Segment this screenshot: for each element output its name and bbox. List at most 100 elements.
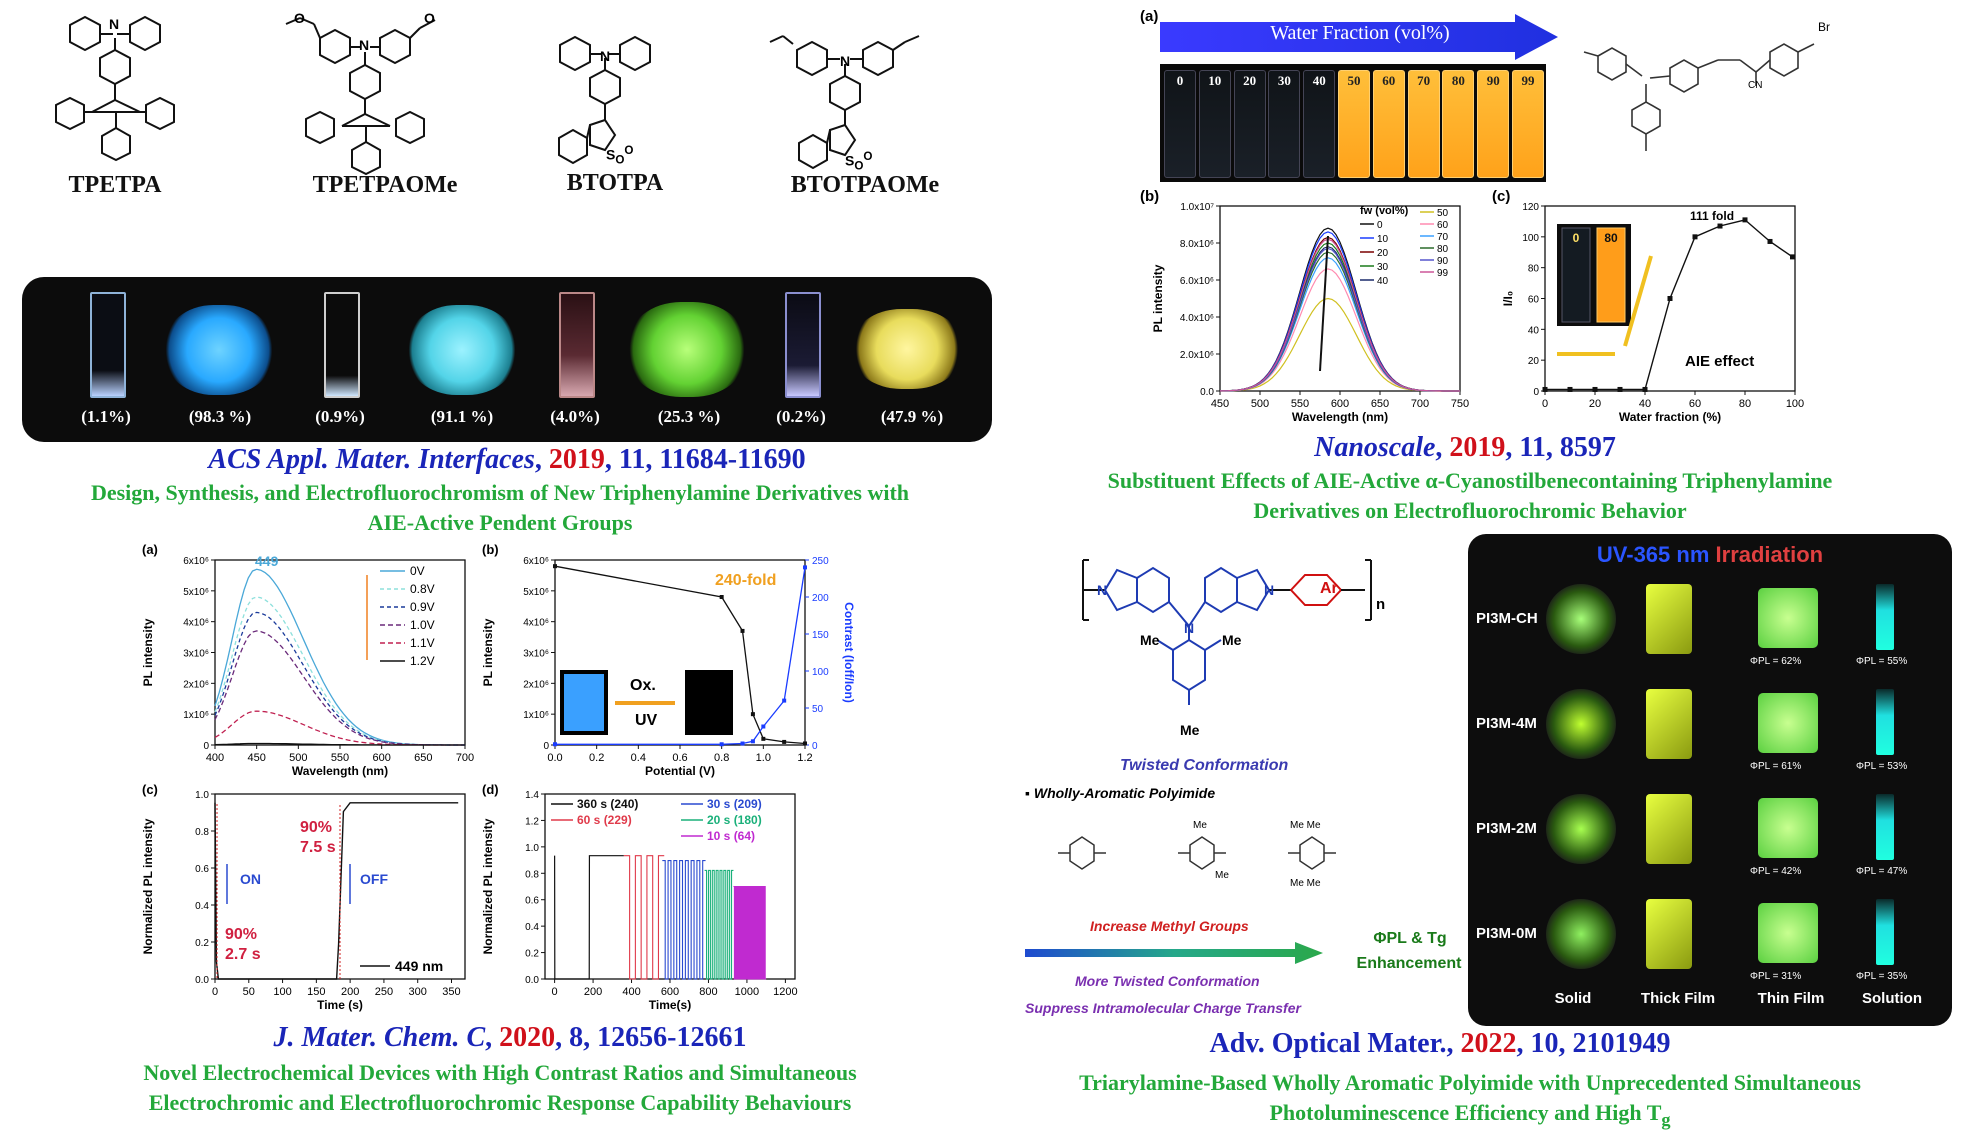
bla-xtick: 500 (289, 752, 307, 764)
cn-label: CN (1748, 80, 1763, 91)
trb-series-line (1220, 268, 1460, 392)
molecule-name-btotpaome: BTOTPAOMe (790, 172, 940, 198)
bla-xtick: 450 (247, 752, 265, 764)
bla-series-line (214, 611, 465, 746)
blb-inset-off (685, 670, 733, 735)
thick-film-photo (1646, 794, 1692, 864)
trb-xtick: 700 (1411, 398, 1429, 410)
bla-ylabel: PL intensity (141, 618, 155, 686)
bla-xtick: 400 (206, 752, 224, 764)
trc-point (1542, 386, 1548, 392)
bla-legend-label: 0.8V (410, 582, 435, 596)
solid-photo (1546, 689, 1616, 759)
bld-xtick: 200 (584, 986, 602, 998)
trc-point (1767, 238, 1773, 244)
methyl-labels: Me (1215, 870, 1229, 881)
vial: 20 (1233, 70, 1266, 178)
blc-t90a-time: 7.5 s (300, 839, 336, 856)
bld-series-10 (733, 885, 767, 980)
cuvette-image (324, 292, 360, 398)
bld-xtick: 1200 (773, 986, 797, 998)
cyanostilbene-structure (1583, 43, 1815, 151)
trb-series-line (1219, 238, 1460, 392)
blb-contrast-point (553, 742, 557, 747)
bla-xtick: 600 (372, 752, 390, 764)
trb-legend-label: 60 (1437, 220, 1449, 231)
trb-ytick: 4.0x10⁶ (1180, 313, 1214, 324)
sample-name: PI3M-CH (1476, 610, 1538, 627)
bld-xtick: 600 (661, 986, 679, 998)
powder-image (852, 309, 962, 389)
blc-xtick: 300 (409, 986, 427, 998)
trc-fold: 111 fold (1690, 209, 1734, 223)
trb-legend-label: 0 (1377, 220, 1383, 231)
bla-legend-label: 1.0V (410, 618, 435, 632)
sample-name: PI3M-4M (1476, 715, 1537, 732)
vial: 30 (1268, 70, 1301, 178)
nitrogen-label: N (359, 37, 370, 53)
blc-on: ON (240, 871, 261, 887)
amine-n-label: N (1184, 620, 1195, 636)
blc-xtick: 100 (273, 986, 291, 998)
trb-ytick: 0.0 (1200, 387, 1214, 398)
trc-xtick: 20 (1589, 398, 1601, 410)
trb-ytick: 6.0x10⁶ (1180, 276, 1214, 287)
twisted-label: Twisted Conformation (1120, 757, 1289, 774)
cuvette-image (90, 292, 126, 398)
trb-xlabel: Wavelength (nm) (1292, 410, 1388, 424)
molecule-tpetpa (40, 10, 190, 225)
arrow-label: Water Fraction (vol%) (1270, 22, 1450, 44)
trc-point (1667, 296, 1673, 301)
trc-aie: AIE effect (1685, 353, 1754, 370)
bla-series-line (214, 742, 465, 746)
imide-n-label: N (1264, 582, 1275, 598)
blb-xtick: 0.2 (589, 752, 604, 764)
blc-t90b-time: 2.7 s (225, 946, 261, 963)
solid-photo (1546, 794, 1616, 864)
reference-jmcc: J. Mater. Chem. C, 2020, 8, 12656-12661 (273, 1022, 747, 1053)
photo-label: (1.1%) (81, 407, 131, 426)
trb-legend-label: 30 (1377, 262, 1389, 273)
photo-label: (25.3 %) (657, 407, 721, 426)
film-qy: ΦPL = 31% (1750, 971, 1802, 982)
thin-film-photo (1758, 798, 1818, 858)
molecule-name-btotpa: BTOTPA (566, 170, 664, 196)
film-qy: ΦPL = 42% (1750, 866, 1802, 877)
nitrogen-label: N (600, 48, 611, 64)
film-qy: ΦPL = 62% (1750, 656, 1802, 667)
blc-ytick: 1.0 (195, 790, 209, 801)
blc-xtick: 150 (307, 986, 325, 998)
vial-label: 50 (1347, 73, 1361, 88)
vial-label: 40 (1312, 73, 1326, 88)
bla-xtick: 650 (414, 752, 432, 764)
vial: 0 (1164, 70, 1196, 178)
solid-photo (1546, 584, 1616, 654)
trc-xtick: 60 (1689, 398, 1701, 410)
benzene-rings (1058, 836, 1336, 870)
blb-pl-point (553, 564, 557, 569)
blb-contrast-point (803, 565, 807, 570)
bla-series-line (214, 710, 465, 746)
solution-photo (1876, 584, 1894, 650)
panel-label: (c) (1492, 188, 1511, 205)
blc-xtick: 350 (442, 986, 460, 998)
blb-pl-point (719, 595, 724, 599)
trc-point (1592, 386, 1598, 392)
trc-ytick: 120 (1522, 202, 1539, 213)
paper-title-nanoscale: Substituent Effects of AIE-Active α-Cyan… (1107, 468, 1833, 523)
sample-name: PI3M-2M (1476, 820, 1537, 837)
bld-legend-label: 10 s (64) (707, 829, 755, 843)
trc-xtick: 100 (1786, 398, 1804, 410)
trc-point (1692, 234, 1698, 240)
trb-legend-label: 70 (1437, 232, 1449, 243)
imide-n-label: N (1097, 582, 1108, 598)
panel-label: (b) (1140, 188, 1160, 205)
vial: 60 (1372, 70, 1405, 178)
water-fraction-arrow (1160, 14, 1558, 60)
polyimide-structure (1082, 559, 1372, 705)
trb-ytick: 1.0x10⁷ (1180, 202, 1214, 213)
sulfone-label: SOO (845, 150, 873, 173)
blb-pl-point (803, 741, 807, 746)
trb-xtick: 750 (1451, 398, 1469, 410)
